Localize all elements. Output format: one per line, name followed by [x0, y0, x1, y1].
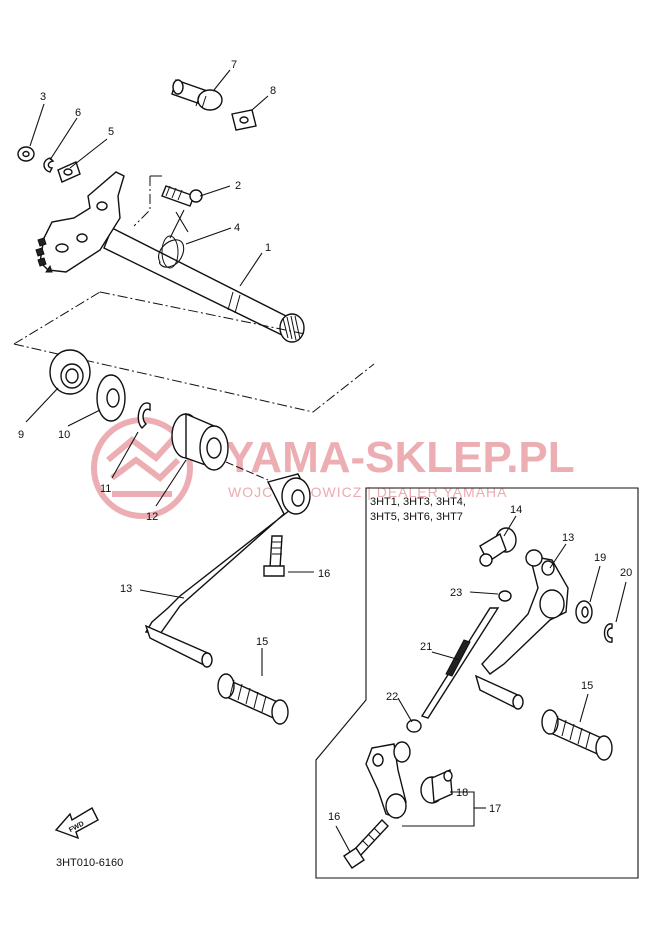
callout-9: 9 — [18, 429, 24, 441]
callout-2: 2 — [235, 180, 241, 192]
shift-shaft-assembly — [17, 79, 305, 343]
shift-arm-plate — [39, 171, 125, 273]
pedal-rubber-15b — [541, 709, 613, 761]
nut-3 — [17, 146, 35, 162]
nut-23 — [498, 590, 512, 602]
callout-22: 22 — [386, 691, 398, 703]
bolt-16b — [343, 818, 389, 869]
callout-13-inset: 13 — [562, 532, 574, 544]
callout-10: 10 — [58, 429, 70, 441]
shift-rod-21 — [420, 607, 500, 719]
shift-arm-13b — [474, 549, 569, 710]
washer-10 — [96, 374, 126, 422]
washer-8 — [231, 109, 257, 131]
callout-3: 3 — [40, 91, 46, 103]
shift-shaft — [103, 227, 291, 337]
callout-1: 1 — [265, 242, 271, 254]
callout-12: 12 — [146, 511, 158, 523]
fwd-arrow-icon: FWD — [54, 807, 99, 840]
bolt-18 — [420, 768, 453, 804]
collar-12 — [171, 412, 229, 471]
shaft-spline-end — [279, 313, 305, 343]
rod-end-14 — [479, 527, 517, 567]
callout-15-inset: 15 — [581, 680, 593, 692]
arm-hole — [96, 201, 108, 211]
circlip-11 — [137, 402, 151, 429]
inset-frame — [315, 487, 639, 879]
callout-21: 21 — [420, 641, 432, 653]
arm-hole — [55, 243, 69, 253]
watermark: YAMA-SKLEP.PL WOJCIECHOWICZ | DEALER YAM… — [91, 417, 575, 519]
callout-4: 4 — [234, 222, 240, 234]
callout-23: 23 — [450, 587, 462, 599]
nut-22 — [406, 719, 422, 733]
circlip-20 — [603, 623, 613, 643]
callout-leaders — [29, 69, 269, 287]
bolt-2 — [161, 185, 203, 207]
shift-pedal-13 — [144, 473, 311, 668]
exploded-frame — [13, 291, 375, 413]
pinch-bolt-16a — [263, 535, 285, 577]
callout-15-main: 15 — [256, 636, 268, 648]
washer-5 — [57, 161, 81, 183]
joint-17 — [365, 741, 411, 819]
washer-19 — [575, 600, 593, 624]
diagram-code: 3HT010-6160 — [56, 857, 123, 869]
callout-leaders-pedal — [139, 571, 314, 676]
callout-14: 14 — [510, 504, 522, 516]
stopper-pin-7 — [171, 79, 223, 111]
callout-13-main: 13 — [120, 583, 132, 595]
arm-hole — [76, 233, 88, 243]
callout-16-main: 16 — [318, 568, 330, 580]
callout-8: 8 — [270, 85, 276, 97]
callout-16-inset: 16 — [328, 811, 340, 823]
callout-20: 20 — [620, 567, 632, 579]
return-spring — [158, 209, 189, 268]
callout-6: 6 — [75, 107, 81, 119]
callout-leaders-seal — [25, 387, 187, 507]
callout-17: 17 — [489, 803, 501, 815]
inset-models-line2: 3HT5, 3HT6, 3HT7 — [370, 511, 463, 523]
callout-numbers: 1 2 3 4 5 6 7 8 9 10 11 12 13 15 16 14 1… — [18, 59, 632, 823]
inset-models-line1: 3HT1, 3HT3, 3HT4, — [370, 496, 466, 508]
callout-19: 19 — [594, 552, 606, 564]
callout-5: 5 — [108, 126, 114, 138]
callout-7: 7 — [231, 59, 237, 71]
pedal-rubber-15a — [217, 673, 289, 725]
callout-18: 18 — [456, 787, 468, 799]
callout-11: 11 — [100, 483, 111, 495]
callout-leaders-inset — [335, 515, 627, 853]
oil-seal-9 — [49, 349, 91, 395]
circlip-6 — [43, 157, 55, 173]
watermark-brand: YAMA-SKLEP.PL — [225, 433, 575, 482]
